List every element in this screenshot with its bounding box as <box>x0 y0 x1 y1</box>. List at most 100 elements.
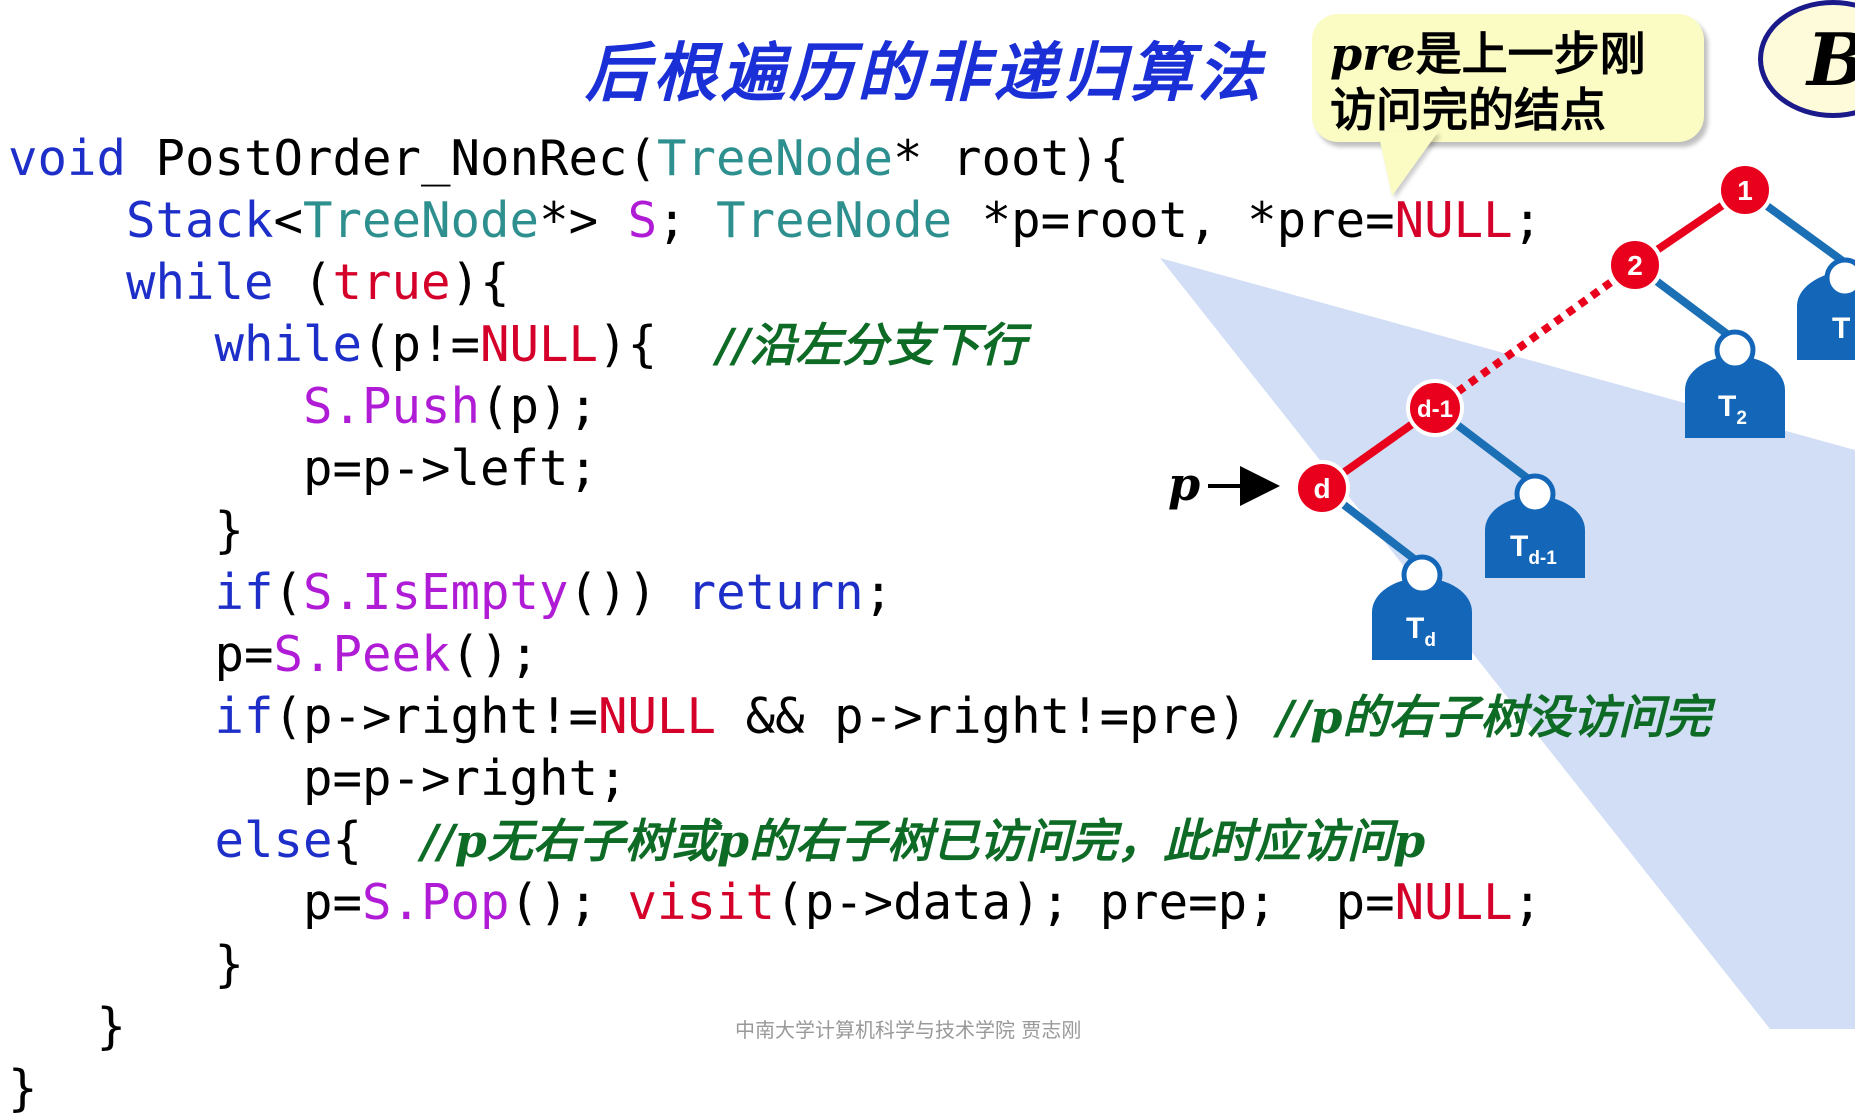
subtree-td-base: T <box>1406 612 1424 645</box>
callout-pre-keyword: pre <box>1330 27 1416 81</box>
callout-line2: 访问完的结点 <box>1330 83 1606 137</box>
code-token: NULL <box>1394 192 1513 249</box>
code-token <box>8 254 126 311</box>
code-token: S.Push <box>303 378 481 435</box>
code-token: } <box>8 936 245 993</box>
code-token <box>8 316 215 373</box>
code-token: p=p->left; <box>8 440 599 497</box>
callout-bubble: pre是上一步刚 访问完的结点 <box>1312 14 1704 142</box>
code-token: } <box>8 998 127 1055</box>
code-token: ){ <box>450 254 510 311</box>
code-line: Stack<TreeNode*> S; TreeNode *p=root, *p… <box>8 190 1710 252</box>
code-token: S.Pop <box>362 874 510 931</box>
comment-token: p <box>454 814 487 868</box>
node-2-label: 2 <box>1627 250 1643 281</box>
code-line: } <box>8 500 1710 562</box>
code-line: } <box>8 934 1710 996</box>
code-token <box>8 378 303 435</box>
code-token: (p->data); pre=p; p= <box>775 874 1395 931</box>
light-beam <box>1160 258 1855 1029</box>
code-token: ){ <box>598 316 717 373</box>
callout-line1: 是上一步刚 <box>1415 27 1646 81</box>
code-token: NULL <box>1394 874 1513 931</box>
code-token: TreeNode <box>303 192 540 249</box>
code-block: void PostOrder_NonRec(TreeNode* root){ S… <box>8 128 1710 1120</box>
code-line: while(p!=NULL){ //沿左分支下行 <box>8 314 1710 376</box>
code-token: * root){ <box>893 130 1130 187</box>
code-token: p= <box>8 874 363 931</box>
code-line: p=p->left; <box>8 438 1710 500</box>
code-line: else{ //p无右子树或p的右子树已访问完，此时应访问p <box>8 810 1710 872</box>
code-token: if <box>214 688 274 745</box>
binary-tree-diagram: T T2 Td-1 Td 1 2 d-1 d p <box>1160 162 1855 1029</box>
code-token: *> <box>539 192 628 249</box>
svg-text:T2: T2 <box>1718 390 1747 429</box>
comment-token: 的右子树没访问完 <box>1342 690 1711 744</box>
comment-token: p <box>1310 690 1343 744</box>
code-token: while <box>214 316 363 373</box>
code-line: while (true){ <box>8 252 1710 314</box>
subtree-t2: T2 <box>1685 329 1785 438</box>
code-token: void <box>8 130 127 187</box>
comment-token: 的右子树已访问完，此时应访问 <box>749 814 1393 868</box>
code-token <box>8 192 126 249</box>
code-token: p= <box>8 626 274 683</box>
code-token: visit <box>627 874 776 931</box>
node-d-1-label: d-1 <box>1417 396 1453 423</box>
code-token: ()) <box>568 564 687 621</box>
code-line: p=S.Pop(); visit(p->data); pre=p; p=NULL… <box>8 872 1710 934</box>
node-d-1: d-1 <box>1406 379 1464 437</box>
code-token: ( <box>273 254 333 311</box>
code-token: ; <box>657 192 717 249</box>
node-d: d <box>1294 460 1350 516</box>
code-token: ; <box>1512 192 1543 249</box>
code-token: PostOrder_NonRec( <box>126 130 658 187</box>
code-token: Stack <box>126 192 274 249</box>
node-d-label: d <box>1313 473 1330 504</box>
comment-token: // <box>1276 690 1311 744</box>
code-token: true <box>332 254 451 311</box>
subtree-td1-sub: d-1 <box>1528 548 1557 569</box>
code-token: while <box>126 254 274 311</box>
code-token: < <box>273 192 304 249</box>
comment-token: 无右子树或 <box>486 814 717 868</box>
code-token: (); <box>509 874 628 931</box>
code-token: NULL <box>598 688 717 745</box>
code-token: S.Peek <box>273 626 451 683</box>
code-token: p=p->right; <box>8 750 628 807</box>
subtree-td1: Td-1 <box>1485 473 1585 578</box>
code-line: if(p->right!=NULL && p->right!=pre) //p的… <box>8 686 1711 748</box>
svg-text:Td: Td <box>1406 612 1436 651</box>
subtree-t-right-label: T <box>1832 312 1850 345</box>
pointer-p: p <box>1168 457 1280 511</box>
code-line: p=S.Peek(); <box>8 624 1710 686</box>
code-token: } <box>8 1060 38 1117</box>
code-token: && p->right!=pre) <box>716 688 1277 745</box>
code-comment: //p无右子树或p的右子树已访问完，此时应访问p <box>421 814 1425 868</box>
code-token <box>8 688 215 745</box>
code-token: if <box>214 564 274 621</box>
comment-token: p <box>716 814 749 868</box>
code-token: (p); <box>480 378 599 435</box>
code-token: return <box>686 564 864 621</box>
subtree-td-sub: d <box>1424 630 1436 651</box>
code-token: else <box>214 812 333 869</box>
code-comment: //p的右子树没访问完 <box>1277 690 1711 744</box>
code-token: (p->right!= <box>273 688 599 745</box>
code-token: S.IsEmpty <box>303 564 569 621</box>
subtree-t2-base: T <box>1718 390 1736 423</box>
code-line: p=p->right; <box>8 748 1710 810</box>
code-token: { <box>332 812 422 869</box>
slide-title: 后根遍历的非递归算法 <box>585 36 1265 111</box>
code-token: NULL <box>480 316 599 373</box>
code-token: ; <box>1512 874 1543 931</box>
code-token: ; <box>863 564 894 621</box>
node-1: 1 <box>1717 162 1773 218</box>
code-line: void PostOrder_NonRec(TreeNode* root){ <box>8 128 1710 190</box>
code-token: TreeNode <box>716 192 953 249</box>
code-line: } <box>8 1058 1710 1120</box>
pointer-p-label: p <box>1168 457 1200 511</box>
code-token: TreeNode <box>657 130 894 187</box>
subtree-td1-base: T <box>1510 530 1528 563</box>
comment-token: p <box>1393 814 1426 868</box>
